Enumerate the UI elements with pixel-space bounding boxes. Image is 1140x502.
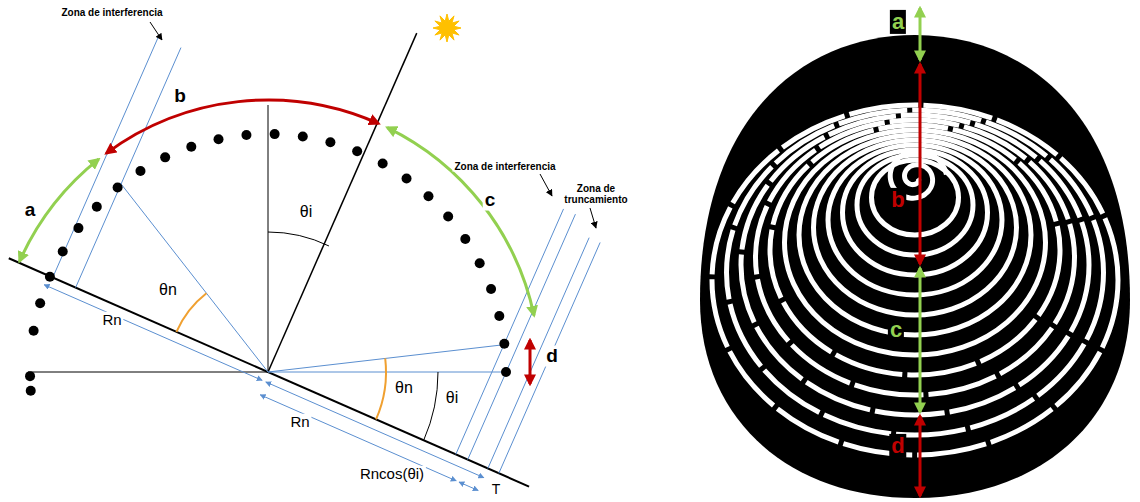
dimension-label: T <box>490 482 503 497</box>
region-arrow <box>919 268 922 412</box>
sample-dot <box>443 211 453 221</box>
truncation-zone-line <box>499 242 600 473</box>
fringe-ring <box>828 145 1002 295</box>
arc-c <box>387 128 534 316</box>
region-letter: d <box>889 434 906 458</box>
region-arrow <box>919 64 922 264</box>
sample-dot <box>113 183 123 193</box>
region-letter: a <box>23 200 38 221</box>
dimension-arrow <box>44 285 262 381</box>
sample-dot <box>486 284 496 294</box>
zone-label: Zona de interferencia <box>59 7 164 18</box>
vertical-line <box>268 105 269 372</box>
angle-label: θn <box>157 281 179 299</box>
sample-dot <box>73 223 83 233</box>
sample-dot <box>160 152 170 162</box>
sample-dot <box>325 137 335 147</box>
angle-arc <box>376 358 386 419</box>
zone-label: Zona de interferencia <box>452 161 557 172</box>
sun-ray <box>268 33 417 372</box>
region-letter: c <box>483 190 498 211</box>
fringe-ring <box>843 150 988 275</box>
sample-dot <box>241 130 251 140</box>
dimension-label: Rncos(θi) <box>358 466 426 483</box>
arc-a <box>20 159 99 261</box>
region-letter: b <box>889 188 906 212</box>
fringe-rings <box>712 105 1118 455</box>
pointer-arrow <box>590 208 596 228</box>
dimension-arrow <box>459 482 478 490</box>
dimension-label: Rn <box>100 312 123 329</box>
sample-dot <box>45 272 55 282</box>
angle-arc <box>268 232 329 246</box>
angle-label: θi <box>298 203 314 221</box>
fringe-ring <box>712 105 1118 455</box>
zone-label: Zona de truncamiento <box>559 183 633 205</box>
arc-b <box>106 100 378 153</box>
arrow-d <box>529 340 532 384</box>
sample-dot <box>352 146 362 156</box>
sample-dot <box>494 311 504 321</box>
sample-dot <box>475 258 485 268</box>
sample-dot <box>378 158 388 168</box>
region-arrow <box>919 8 922 60</box>
fringe-ring <box>741 115 1089 415</box>
sample-dot <box>92 202 102 212</box>
base-line <box>9 258 529 486</box>
sample-dot <box>460 234 470 244</box>
interference-zone-line <box>468 214 576 459</box>
region-letter: b <box>172 86 188 107</box>
pointer-arrow <box>540 174 552 196</box>
sample-dot <box>402 173 412 183</box>
fringe-ring <box>799 135 1031 335</box>
fringe-ring <box>770 125 1060 375</box>
truncation-zone-line <box>488 238 589 469</box>
fringe-image <box>700 35 1130 498</box>
sample-dot <box>423 191 433 201</box>
region-letter: a <box>890 10 906 34</box>
fringe-ring <box>857 155 973 255</box>
sample-dot <box>499 339 509 349</box>
interference-zone-line <box>76 48 181 288</box>
sample-dot <box>186 142 196 152</box>
dimension-label: Rn <box>288 414 311 431</box>
fringe-ring <box>785 130 1046 355</box>
region-letter: d <box>544 346 560 367</box>
angle-arc <box>176 293 206 332</box>
fringe-ring <box>756 120 1075 395</box>
dimension-arrow <box>266 382 484 478</box>
sample-dot <box>26 386 36 396</box>
angle-label: θi <box>444 389 460 407</box>
region-arrow <box>919 416 922 496</box>
sample-dot <box>501 367 511 377</box>
fringe-ring <box>727 110 1104 435</box>
interference-zone-line <box>53 38 158 278</box>
pointer-arrow <box>150 22 162 40</box>
fringe-ring <box>872 160 959 235</box>
radius-line <box>120 183 268 372</box>
sample-dot <box>214 134 224 144</box>
sample-dot <box>298 132 308 142</box>
angle-arc <box>424 372 438 440</box>
sample-dot <box>25 371 35 381</box>
sun-symbol <box>433 14 461 42</box>
sample-dot <box>29 326 39 336</box>
dome-shape <box>700 35 1130 498</box>
geometry-diagram <box>9 14 600 490</box>
fringe-ring <box>814 140 1017 315</box>
sample-dot <box>135 166 145 176</box>
horizontal-line <box>28 372 268 373</box>
sample-dot <box>270 129 280 139</box>
region-letter: c <box>888 318 904 342</box>
sample-dot <box>58 247 68 257</box>
angle-label: θn <box>393 379 415 397</box>
sample-dot <box>35 298 45 308</box>
region-arrows <box>920 8 921 496</box>
